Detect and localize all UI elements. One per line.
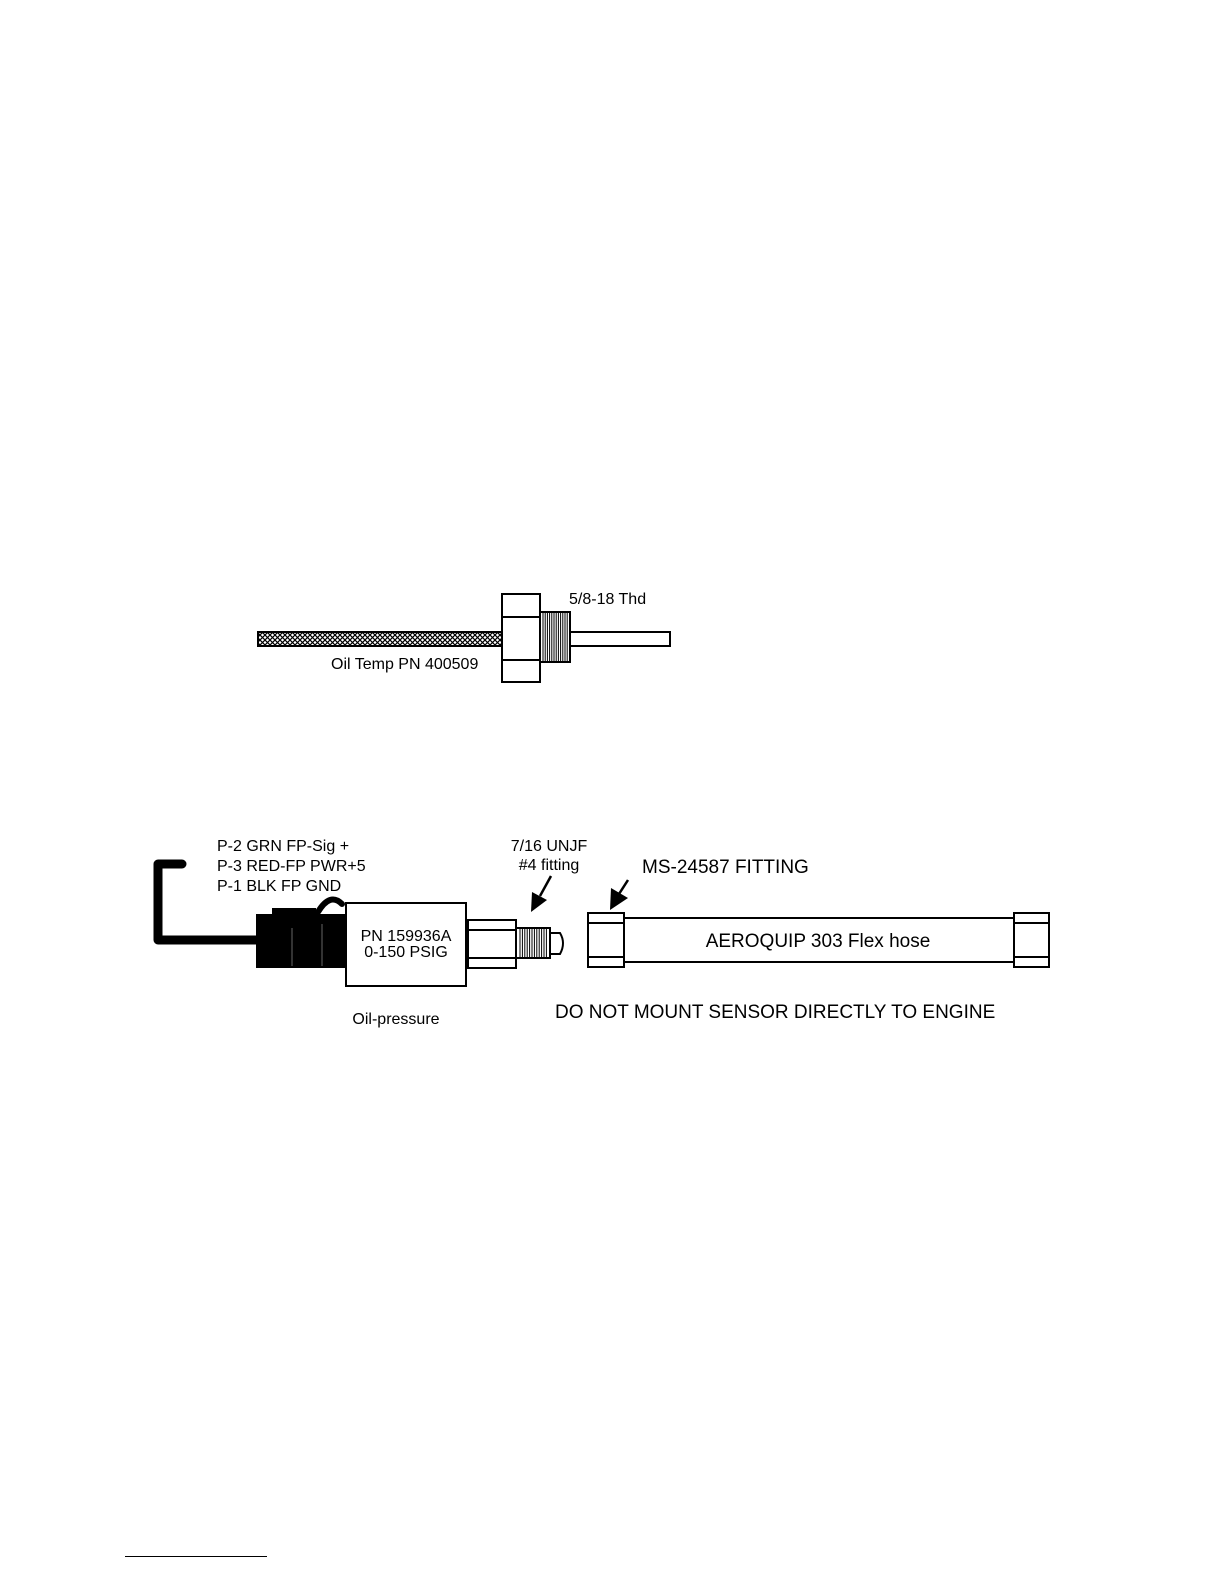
hose-label: AEROQUIP 303 Flex hose xyxy=(706,931,931,952)
sensor-pressure-range: 0-150 PSIG xyxy=(364,944,448,961)
oil-pressure-caption: Oil-pressure xyxy=(352,1011,439,1028)
probe-tip xyxy=(570,632,670,646)
wire-pin-3: P-3 RED-FP PWR+5 xyxy=(217,858,366,875)
threaded-section xyxy=(540,612,570,662)
thread-spec-label: 5/8-18 Thd xyxy=(569,591,646,608)
port-fitting-size: #4 fitting xyxy=(519,857,579,874)
hose-fitting-arrow xyxy=(610,880,628,910)
wiring-pinout: P-2 GRN FP-Sig + P-3 RED-FP PWR+5 P-1 BL… xyxy=(217,838,366,895)
port-fitting xyxy=(516,928,563,958)
port-fitting-arrow xyxy=(531,876,551,912)
mounting-warning: DO NOT MOUNT SENSOR DIRECTLY TO ENGINE xyxy=(555,1002,995,1023)
oil-temp-part-label: Oil Temp PN 400509 xyxy=(331,656,478,673)
hose-left-fitting xyxy=(588,913,624,967)
oil-temp-probe: 5/8-18 Thd Oil Temp PN 400509 xyxy=(258,591,670,682)
oil-pressure-assembly: P-2 GRN FP-Sig + P-3 RED-FP PWR+5 P-1 BL… xyxy=(158,838,1049,1028)
hex-nut xyxy=(502,594,540,682)
wire-pin-1: P-1 BLK FP GND xyxy=(217,878,341,895)
braided-cable xyxy=(258,632,504,646)
wire-pin-2: P-2 GRN FP-Sig + xyxy=(217,838,349,855)
flex-hose: AEROQUIP 303 Flex hose xyxy=(588,913,1049,967)
footnote-separator xyxy=(125,1556,267,1557)
connector-plug xyxy=(256,900,350,969)
hose-right-fitting xyxy=(1014,913,1049,967)
sensor-part-number: PN 159936A xyxy=(361,928,452,945)
wire-harness xyxy=(158,864,262,940)
port-fitting-spec: 7/16 UNJF xyxy=(511,838,588,855)
hose-fitting-label: MS-24587 FITTING xyxy=(642,857,809,878)
sensor-hex-port xyxy=(468,920,516,968)
